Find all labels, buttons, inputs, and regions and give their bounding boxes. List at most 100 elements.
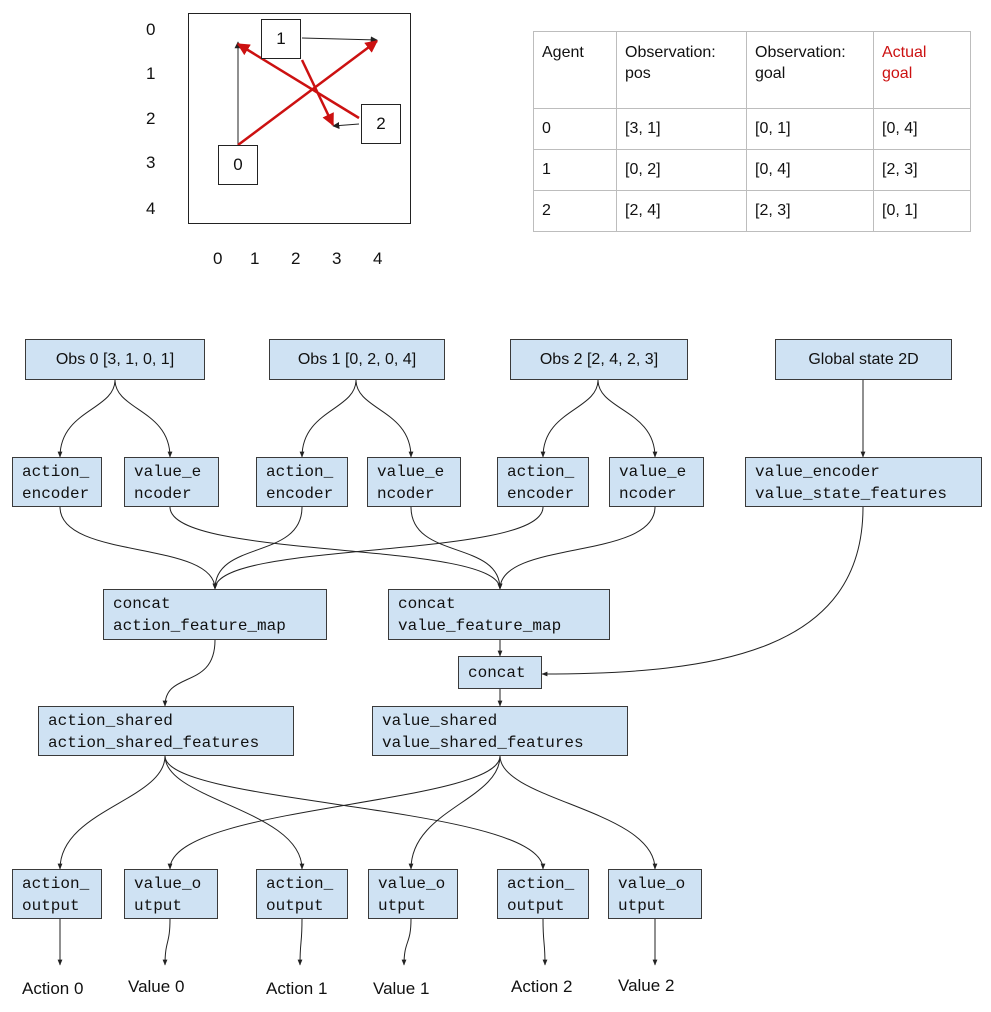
table-cell: [2, 3] xyxy=(746,190,874,232)
action-output-1: action_output xyxy=(256,869,348,919)
global-state-node: Global state 2D xyxy=(775,339,952,380)
agent0-actual-goal-arrow xyxy=(237,39,379,147)
edge-value-encoder0-concat xyxy=(169,506,503,590)
output-label-action-0: Action 0 xyxy=(22,979,84,998)
edge-out-value1 xyxy=(401,918,412,966)
grid-x-label-0: 0 xyxy=(213,249,223,268)
agent-1-marker: 1 xyxy=(261,19,301,59)
node-line: encoder xyxy=(507,485,575,503)
edge-out-value0 xyxy=(162,918,171,966)
table-cell: [2, 3] xyxy=(873,149,971,191)
agent-2-marker: 2 xyxy=(361,104,401,144)
grid-x-label-1: 1 xyxy=(250,249,260,268)
global-value-encoder-node: value_encoder value_state_features xyxy=(745,457,982,507)
edge-concat-action-shared xyxy=(162,639,216,707)
table-cell: [0, 1] xyxy=(873,190,971,232)
node-line: value_e xyxy=(377,463,445,481)
node-line: output xyxy=(507,897,565,915)
action-shared-node: action_shared action_shared_features xyxy=(38,706,294,756)
grid-arrows xyxy=(234,36,379,147)
node-line: value_e xyxy=(134,463,202,481)
grid-y-label-2: 2 xyxy=(146,109,156,128)
node-line: value_feature_map xyxy=(398,617,562,635)
node-line: action_shared xyxy=(48,712,173,730)
node-line: value_o xyxy=(378,875,446,893)
node-line: value_shared xyxy=(382,712,498,730)
agent1-obs-goal-arrow xyxy=(301,36,378,44)
node-line: action_ xyxy=(507,875,575,893)
node-line: ncoder xyxy=(134,485,192,503)
node-line: output xyxy=(22,897,80,915)
edge-value-shared-output1 xyxy=(408,755,501,870)
node-line: ncoder xyxy=(619,485,677,503)
node-line: action_shared_features xyxy=(48,734,260,752)
obs0-node: Obs 0 [3, 1, 0, 1] xyxy=(25,339,205,380)
table-row: 2 [2, 4] [2, 3] [0, 1] xyxy=(533,190,971,232)
edge-out-action1 xyxy=(297,918,303,966)
edge-action-shared-output1 xyxy=(164,755,305,870)
concat-node: concat xyxy=(458,656,542,689)
edge-action-encoder2-concat xyxy=(212,506,544,590)
node-line: utput xyxy=(618,897,667,915)
action-output-2: action_output xyxy=(497,869,589,919)
table-cell: 0 xyxy=(533,108,617,150)
edge-obs0-value-encoder xyxy=(114,379,173,458)
table-header-row: Agent Observation:pos Observation:goal A… xyxy=(533,31,971,109)
grid-x-label-2: 2 xyxy=(291,249,301,268)
table-cell: [2, 4] xyxy=(616,190,747,232)
edge-action-encoder1-concat xyxy=(212,506,303,590)
grid-frame xyxy=(188,13,411,224)
node-line: encoder xyxy=(266,485,334,503)
node-line: action_feature_map xyxy=(113,617,286,635)
output-label-action-2: Action 2 xyxy=(511,977,573,996)
action-encoder-1: action_encoder xyxy=(256,457,348,507)
agent2-obs-goal-arrow xyxy=(332,122,360,130)
output-label-action-1: Action 1 xyxy=(266,979,328,998)
node-line: concat xyxy=(398,595,456,613)
node-line: value_o xyxy=(134,875,202,893)
edge-out-action2 xyxy=(542,918,548,966)
node-line: ncoder xyxy=(377,485,435,503)
edge-action-shared-output0 xyxy=(57,755,166,870)
edge-obs0-action-encoder xyxy=(57,379,116,458)
node-line: value_encoder xyxy=(755,463,880,481)
grid-y-label-4: 4 xyxy=(146,199,156,218)
node-line: concat xyxy=(113,595,171,613)
table-cell: [0, 1] xyxy=(746,108,874,150)
edge-value-shared-output2 xyxy=(499,755,658,870)
node-line: action_ xyxy=(266,463,334,481)
edge-action-encoder0-concat xyxy=(59,506,218,590)
edge-value-shared-output0 xyxy=(167,755,501,870)
edge-global-encoder-concat xyxy=(541,506,864,677)
edge-obs2-value-encoder xyxy=(597,379,658,458)
edge-obs2-action-encoder xyxy=(540,379,599,458)
table-cell: [3, 1] xyxy=(616,108,747,150)
grid-y-label-3: 3 xyxy=(146,153,156,172)
node-line: value_e xyxy=(619,463,687,481)
node-line: action_ xyxy=(22,875,90,893)
obs1-node: Obs 1 [0, 2, 0, 4] xyxy=(269,339,445,380)
action-output-0: action_output xyxy=(12,869,102,919)
edge-value-encoder2-concat xyxy=(497,506,656,590)
action-encoder-0: action_encoder xyxy=(12,457,102,507)
agent-0-marker: 0 xyxy=(218,145,258,185)
node-line: action_ xyxy=(22,463,90,481)
edge-value-encoder1-concat xyxy=(410,506,503,590)
grid-x-label-3: 3 xyxy=(332,249,342,268)
node-line: utput xyxy=(134,897,183,915)
node-line: action_ xyxy=(266,875,334,893)
output-label-value-0: Value 0 xyxy=(128,977,185,996)
grid-y-label-1: 1 xyxy=(146,64,156,83)
node-line: value_state_features xyxy=(755,485,948,503)
output-label-value-1: Value 1 xyxy=(373,979,430,998)
table-header-agent: Agent xyxy=(533,31,617,109)
node-line: value_o xyxy=(618,875,686,893)
table-row: 0 [3, 1] [0, 1] [0, 4] xyxy=(533,108,971,150)
node-line: encoder xyxy=(22,485,90,503)
table-cell: 2 xyxy=(533,190,617,232)
